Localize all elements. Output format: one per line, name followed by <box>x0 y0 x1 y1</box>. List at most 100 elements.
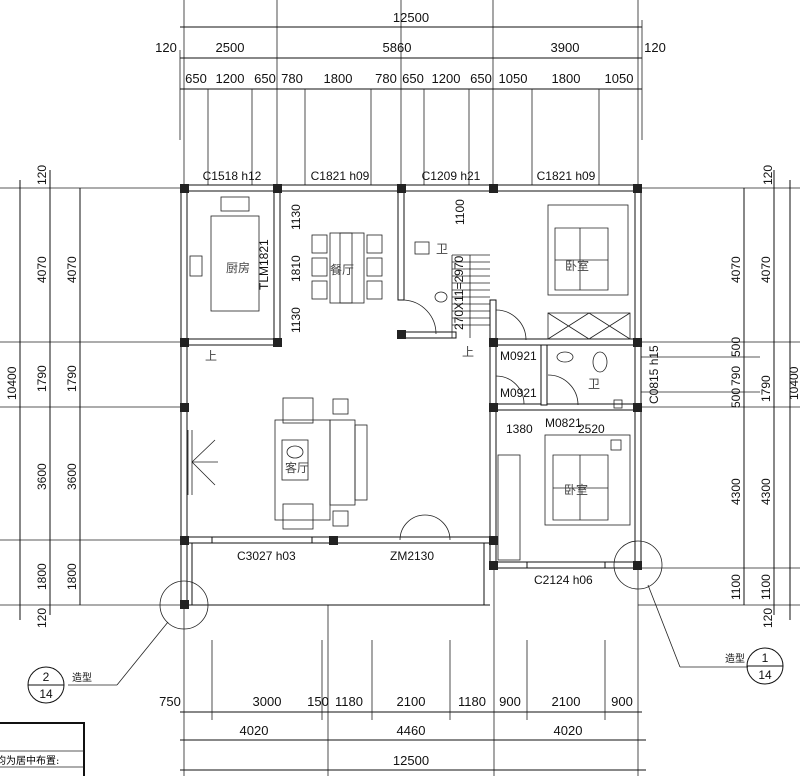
sofa <box>329 419 356 506</box>
dim-label: 500 <box>729 337 743 357</box>
dim-label: 4070 <box>65 256 79 283</box>
room-kitchen: 厨房 <box>226 260 250 275</box>
dim-label: 1200 <box>432 71 461 86</box>
dim-label: 3900 <box>551 40 580 55</box>
dim-label: 120 <box>35 608 49 628</box>
dim-label: 790 <box>729 366 743 386</box>
window-label: C1209 h21 <box>422 169 481 183</box>
window-label: C2124 h06 <box>534 573 593 587</box>
room-wc-top: 卫 <box>436 242 448 256</box>
note-text: 均为居中布置: <box>0 754 59 767</box>
dim-label: 1800 <box>65 563 79 590</box>
stair <box>451 254 490 338</box>
dim-label: 1800 <box>35 563 49 590</box>
dim-label: 1790 <box>759 375 773 402</box>
dim-label: 650 <box>402 71 424 86</box>
dim-label: 120 <box>761 608 775 628</box>
dim-label: 650 <box>254 71 276 86</box>
dim-label: 150 <box>307 694 329 709</box>
toilet-icon <box>592 351 608 373</box>
dim-label: 5860 <box>383 40 412 55</box>
dim-total-right: 10400 <box>787 366 800 400</box>
dim-label: 120 <box>35 165 49 185</box>
dim-label: 1180 <box>335 694 363 709</box>
dim-label: 4070 <box>729 256 743 283</box>
stair-up-label: 上 <box>205 349 217 363</box>
dim-label: 1050 <box>605 71 634 86</box>
dim-label: 120 <box>644 40 666 55</box>
callout-text: 造型 <box>725 652 745 665</box>
door-label: M0921 <box>500 386 537 400</box>
dim-label: 4070 <box>759 256 773 283</box>
dim-total-bottom: 12500 <box>393 753 429 768</box>
room-dining: 餐厅 <box>330 262 354 277</box>
bed-bottom <box>544 434 631 526</box>
dim-label: 650 <box>185 71 207 86</box>
dim-label: 3600 <box>65 463 79 490</box>
annotations: TLM1821 1130 1810 1130 1100 270X11=2970 … <box>237 199 661 587</box>
main-door-swing <box>399 514 451 541</box>
room-wc-mid: 卫 <box>588 377 600 391</box>
dim-label: 1130 <box>289 204 303 230</box>
dim-label: 900 <box>499 694 521 709</box>
right-dimensions: 120 4070 500 790 500 4300 1100 120 4070 … <box>640 165 800 628</box>
bed-top <box>547 204 629 296</box>
callout-sheet: 14 <box>758 668 772 682</box>
window-label: C0815 h15 <box>647 345 661 404</box>
dim-label: 1180 <box>458 694 486 709</box>
wardrobe <box>497 454 521 561</box>
dim-label: 2500 <box>216 40 245 55</box>
door-swing <box>403 299 437 335</box>
dim-label: 1200 <box>216 71 245 86</box>
window-label: C1518 h12 <box>203 169 262 183</box>
dim-label: 120 <box>761 165 775 185</box>
kitchen-counter <box>210 215 260 312</box>
callout-number: 1 <box>762 651 769 665</box>
dim-label: 1800 <box>552 71 581 86</box>
notes-table: 均为居中布置: <box>0 722 85 776</box>
dim-label: 4020 <box>240 723 269 738</box>
dim-label: 1790 <box>65 365 79 392</box>
detail-callout-1: 1 14 造型 <box>613 540 784 685</box>
dim-label: 2100 <box>552 694 581 709</box>
furniture <box>187 196 631 561</box>
dim-label: 650 <box>470 71 492 86</box>
top-dimensions: 12500 120 2500 5860 3900 120 650 1200 65… <box>155 10 666 185</box>
left-dimensions: 120 4070 1790 3600 1800 120 4070 1790 36… <box>5 165 81 628</box>
dim-label: 1810 <box>289 255 303 282</box>
stove-icon <box>189 255 203 277</box>
door-label: ZM2130 <box>390 549 434 563</box>
window-label: C1821 h09 <box>311 169 370 183</box>
window-label: C1821 h09 <box>537 169 596 183</box>
door-label: M0821 <box>545 416 582 430</box>
dim-label: 1100 <box>759 574 773 600</box>
room-bedroom-bottom: 卧室 <box>564 482 588 497</box>
toilet-icon <box>414 241 430 255</box>
dim-label: 2100 <box>397 694 426 709</box>
dim-label: 4460 <box>397 723 426 738</box>
washbasin-icon <box>556 351 574 363</box>
dim-label: 780 <box>375 71 397 86</box>
callout-text: 造型 <box>72 671 92 684</box>
dim-label: 500 <box>729 388 743 408</box>
callout-sheet: 14 <box>39 687 53 701</box>
room-living: 客厅 <box>285 460 309 475</box>
bottom-dimensions: 750 3000 150 1180 2100 1180 900 2100 900… <box>159 640 646 771</box>
columns <box>180 184 642 609</box>
dim-total-top: 12500 <box>393 10 429 25</box>
dim-label: 780 <box>281 71 303 86</box>
dim-label: 4020 <box>554 723 583 738</box>
dim-label: 4300 <box>759 478 773 505</box>
dim-label: 1790 <box>35 365 49 392</box>
dim-label: 750 <box>159 694 181 709</box>
dim-label: 900 <box>611 694 633 709</box>
sink-icon <box>220 196 250 212</box>
dim-total-left: 10400 <box>5 366 19 400</box>
door-label: M0921 <box>500 349 537 363</box>
dim-label: 1380 <box>506 422 533 436</box>
dim-label: 1130 <box>289 307 303 333</box>
dim-label: 1100 <box>453 199 467 225</box>
stair-up-label: 上 <box>462 345 474 359</box>
dim-label: 1050 <box>499 71 528 86</box>
